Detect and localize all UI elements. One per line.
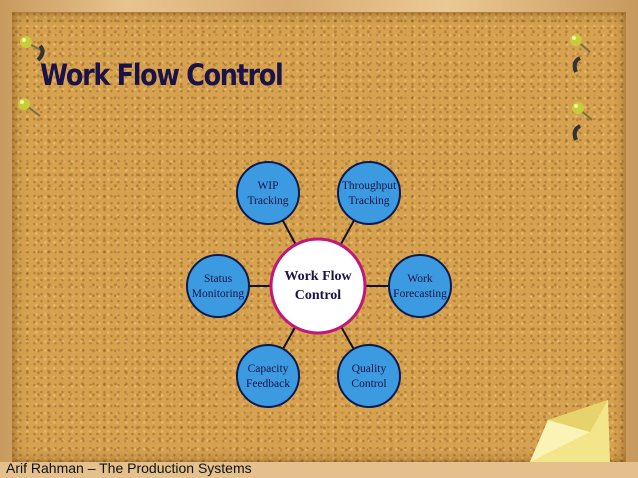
node-label-line1: Capacity [247,363,289,375]
node-label-line2: Monitoring [191,288,245,300]
outer-node-5 [186,254,250,318]
node-label-line2: Tracking [348,195,390,207]
node-label-quality-control: Quality Control [324,362,414,392]
node-label-line2: Tracking [247,195,289,207]
corkboard-background [12,12,626,462]
footer-text: Arif Rahman – The Production Systems [6,460,252,476]
node-label-line1: Quality [351,363,387,375]
center-node [269,237,367,335]
connector-line-1 [339,219,355,246]
node-label-line1: WIP [257,180,279,192]
connector-line-0 [281,219,297,246]
node-label-capacity-feedback: Capacity Feedback [223,362,313,392]
connector-line-3 [340,326,355,350]
pushpin-icon [570,34,591,73]
node-label-line2: Control [351,378,387,390]
node-label-work-forecasting: Work Forecasting [375,272,465,302]
node-label-wip-tracking: WIP Tracking [223,179,313,209]
node-label-line1: Throughput [341,180,397,192]
pushpin-icon [18,98,41,117]
page-title: Work Flow Control [40,58,284,92]
node-label-line1: Status [203,273,233,285]
node-label-line2: Forecasting [393,288,447,300]
outer-node-0 [236,161,300,225]
footer-bar [0,462,638,478]
outer-node-1 [337,161,401,225]
outer-node-2 [388,254,452,318]
center-node-label: Work Flow Control [263,267,373,305]
outer-node-4 [236,344,300,408]
pushpin-icon [20,36,45,62]
center-label-line2: Control [294,288,342,303]
connector-line-4 [282,326,297,350]
node-label-line2: Feedback [245,378,291,390]
pushpin-icon [572,102,593,141]
node-label-line1: Work [407,273,433,285]
node-label-status-monitoring: Status Monitoring [173,272,263,302]
outer-node-3 [337,344,401,408]
center-label-line1: Work Flow [284,269,352,284]
node-label-throughput-tracking: Throughput Tracking [324,179,414,209]
